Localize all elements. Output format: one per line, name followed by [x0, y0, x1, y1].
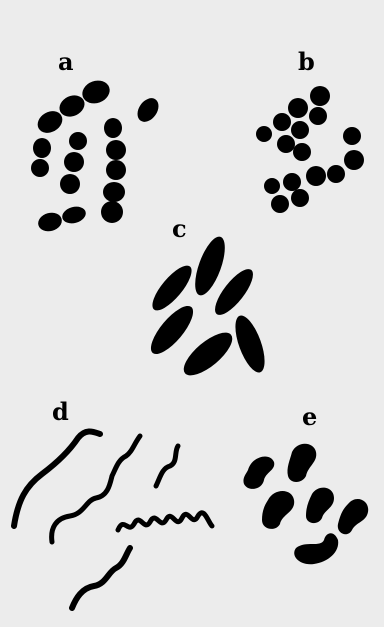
- coccus-cell: [343, 127, 361, 145]
- coccus-cell: [291, 121, 309, 139]
- coccus-cell: [104, 118, 122, 138]
- panel-e-vibrios: [243, 444, 368, 565]
- coccus-cell: [291, 189, 309, 207]
- coccus-cell: [277, 135, 295, 153]
- vibrio-cell: [306, 488, 334, 523]
- vibrio-cell: [243, 456, 274, 488]
- coccus-cell: [327, 165, 345, 183]
- spiral-cell: [118, 513, 212, 530]
- coccus-cell: [271, 195, 289, 213]
- coccus-cell: [33, 138, 51, 158]
- panel-c-bacilli: [144, 233, 270, 382]
- coccus-cell: [106, 160, 126, 180]
- coccus-cell: [264, 178, 280, 194]
- panel-d-spirilla: [14, 432, 212, 609]
- rod-cell: [229, 312, 270, 376]
- rod-cell: [144, 300, 199, 360]
- panel-b-staphylococci: [256, 86, 364, 213]
- coccus-cell: [31, 159, 49, 177]
- vibrio-cell: [294, 533, 338, 564]
- coccus-cell: [344, 150, 364, 170]
- rod-cell: [177, 326, 238, 383]
- coccus-cell: [60, 204, 87, 226]
- coccus-cell: [133, 94, 163, 126]
- vibrio-cell: [287, 444, 316, 482]
- vibrio-cell: [262, 491, 294, 529]
- coccus-cell: [310, 86, 330, 106]
- coccus-cell: [293, 143, 311, 161]
- coccus-cell: [69, 132, 87, 150]
- coccus-cell: [36, 210, 64, 234]
- spiral-cell: [72, 548, 130, 608]
- coccus-cell: [309, 107, 327, 125]
- vibrio-cell: [338, 499, 368, 534]
- coccus-cell: [101, 201, 123, 223]
- coccus-cell: [103, 182, 125, 202]
- coccus-cell: [283, 173, 301, 191]
- panel-a-cocci: [31, 77, 163, 234]
- coccus-cell: [60, 174, 80, 194]
- coccus-cell: [256, 126, 272, 142]
- coccus-cell: [106, 140, 126, 160]
- coccus-cell: [288, 98, 308, 118]
- coccus-cell: [273, 113, 291, 131]
- spiral-cell: [14, 432, 100, 527]
- spiral-cell: [156, 446, 178, 486]
- coccus-cell: [306, 166, 326, 186]
- coccus-cell: [64, 152, 84, 172]
